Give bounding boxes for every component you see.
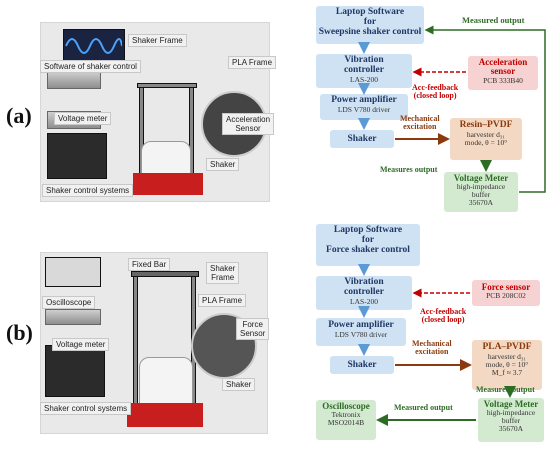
b-power-box: Power amplifier LDS V780 driver: [316, 318, 406, 346]
a-sensor-title: Acceleration sensor: [478, 57, 528, 77]
b-frame-post-left: [133, 271, 138, 423]
b-callout-force-sensor: Force Sensor: [236, 318, 270, 340]
oscilloscope-image: [45, 257, 101, 287]
b-acc-feedback-label: Acc-feedback (closed loop): [420, 307, 467, 325]
b-power-sub: LDS V780 driver: [334, 329, 388, 339]
shaker-control-image: [47, 133, 107, 179]
panel-a-label: (a): [6, 103, 32, 128]
shaker-control-b-image: [45, 345, 105, 397]
a-sensor-sub: PCB 333B40: [483, 75, 523, 85]
b-sensor-title: Force sensor: [481, 282, 531, 292]
b-laptop-box: Laptop Software for Force shaker control: [316, 224, 420, 266]
b-callout-shaker: Shaker: [222, 378, 256, 391]
b-callout-shaker-control: Shaker control systems: [40, 402, 132, 415]
b-voltmeter-title: Voltage Meter: [483, 399, 539, 409]
a-mechanical-excitation-label: Mechanical excitation: [400, 114, 440, 132]
b-callout-pla-frame: PLA Frame: [198, 294, 247, 307]
instrument-1: [47, 71, 101, 89]
callout-shaker: Shaker: [206, 158, 240, 171]
b-shaker-base-image: [127, 403, 203, 427]
a-laptop-box: Laptop Software for Sweepsine shaker con…: [316, 6, 424, 44]
a-resin-box: Resin–PVDF harvester d₃₁ mode, θ = 10°: [450, 118, 522, 160]
callout-voltage-meter: Voltage meter: [54, 112, 112, 125]
callout-shaker-control: Shaker control systems: [42, 184, 134, 197]
panel-b-label: (b): [6, 320, 33, 345]
voltage-meter-b-image: [45, 309, 101, 325]
a-shaker-box: Shaker: [330, 130, 394, 148]
a-voltmeter-sub: high-impedance buffer 35670A: [456, 182, 506, 208]
a-measures-output-label: Measures output: [380, 165, 438, 174]
b-pla-sub: harvester d₃₁ mode, θ = 10° M_f ≈ 3.7: [485, 351, 529, 377]
b-oscilloscope-title: Oscilloscope: [322, 401, 370, 411]
b-measured-output-label-1: Measured output: [476, 385, 535, 394]
b-power-title: Power amplifier: [328, 320, 394, 330]
b-sensor-box: Force sensor PCB 208C02: [472, 280, 540, 306]
frame-top: [137, 83, 197, 88]
a-power-sub: LDS V780 driver: [337, 104, 391, 114]
b-oscilloscope-sub: Tektronix MSO2014B: [327, 410, 365, 428]
b-voltmeter-sub: high-impedance buffer 35670A: [486, 408, 536, 434]
a-measured-output-label: Measured output: [462, 15, 525, 25]
a-arrow-measured-output: [424, 25, 546, 193]
a-vibration-box: Vibration controller LAS-200: [316, 54, 412, 88]
laptop-image: [63, 29, 125, 65]
b-shaker-image: [139, 357, 193, 407]
callout-acceleration-sensor: Acceleration Sensor: [222, 113, 275, 135]
b-shaker-box: Shaker: [330, 356, 394, 374]
b-callout-oscilloscope: Oscilloscope: [42, 296, 96, 309]
b-sensor-sub: PCB 208C02: [486, 291, 526, 301]
b-callout-shaker-frame: Shaker Frame: [206, 262, 240, 284]
shaker-base-image: [133, 173, 203, 195]
b-vibration-sub: LAS-200: [350, 296, 378, 306]
b-vibration-title: Vibration controller: [344, 277, 384, 297]
b-fixed-bar: [131, 271, 199, 277]
callout-pla-frame: PLA Frame: [228, 56, 277, 69]
a-sensor-box: Acceleration sensor PCB 333B40: [468, 56, 538, 90]
a-resin-sub: harvester d₃₁ mode, θ = 10°: [464, 129, 508, 147]
b-callout-voltage-meter: Voltage meter: [52, 338, 110, 351]
a-acc-feedback-label: Acc-feedback (closed loop): [412, 83, 459, 101]
b-pla-title: PLA–PVDF: [482, 342, 532, 352]
b-callout-fixed-bar: Fixed Bar: [128, 258, 171, 271]
callout-shaker-frame: Shaker Frame: [128, 34, 187, 47]
b-measured-output-label-2: Measured output: [394, 403, 453, 412]
a-vibration-title: Vibration controller: [344, 55, 384, 75]
a-vibration-sub: LAS-200: [350, 74, 378, 84]
b-pla-box: PLA–PVDF harvester d₃₁ mode, θ = 10° M_f…: [472, 340, 542, 390]
b-mechanical-excitation-label: Mechanical excitation: [412, 339, 452, 357]
b-voltmeter-box: Voltage Meter high-impedance buffer 3567…: [478, 398, 544, 442]
a-power-box: Power amplifier LDS V780 driver: [320, 94, 408, 120]
callout-software: Software of shaker control: [40, 60, 141, 73]
sine-wave-icon: [65, 38, 123, 54]
b-vibration-box: Vibration controller LAS-200: [316, 276, 412, 310]
a-power-title: Power amplifier: [331, 95, 397, 105]
b-oscilloscope-box: Oscilloscope Tektronix MSO2014B: [316, 400, 376, 440]
a-voltmeter-box: Voltage Meter high-impedance buffer 3567…: [444, 172, 518, 212]
